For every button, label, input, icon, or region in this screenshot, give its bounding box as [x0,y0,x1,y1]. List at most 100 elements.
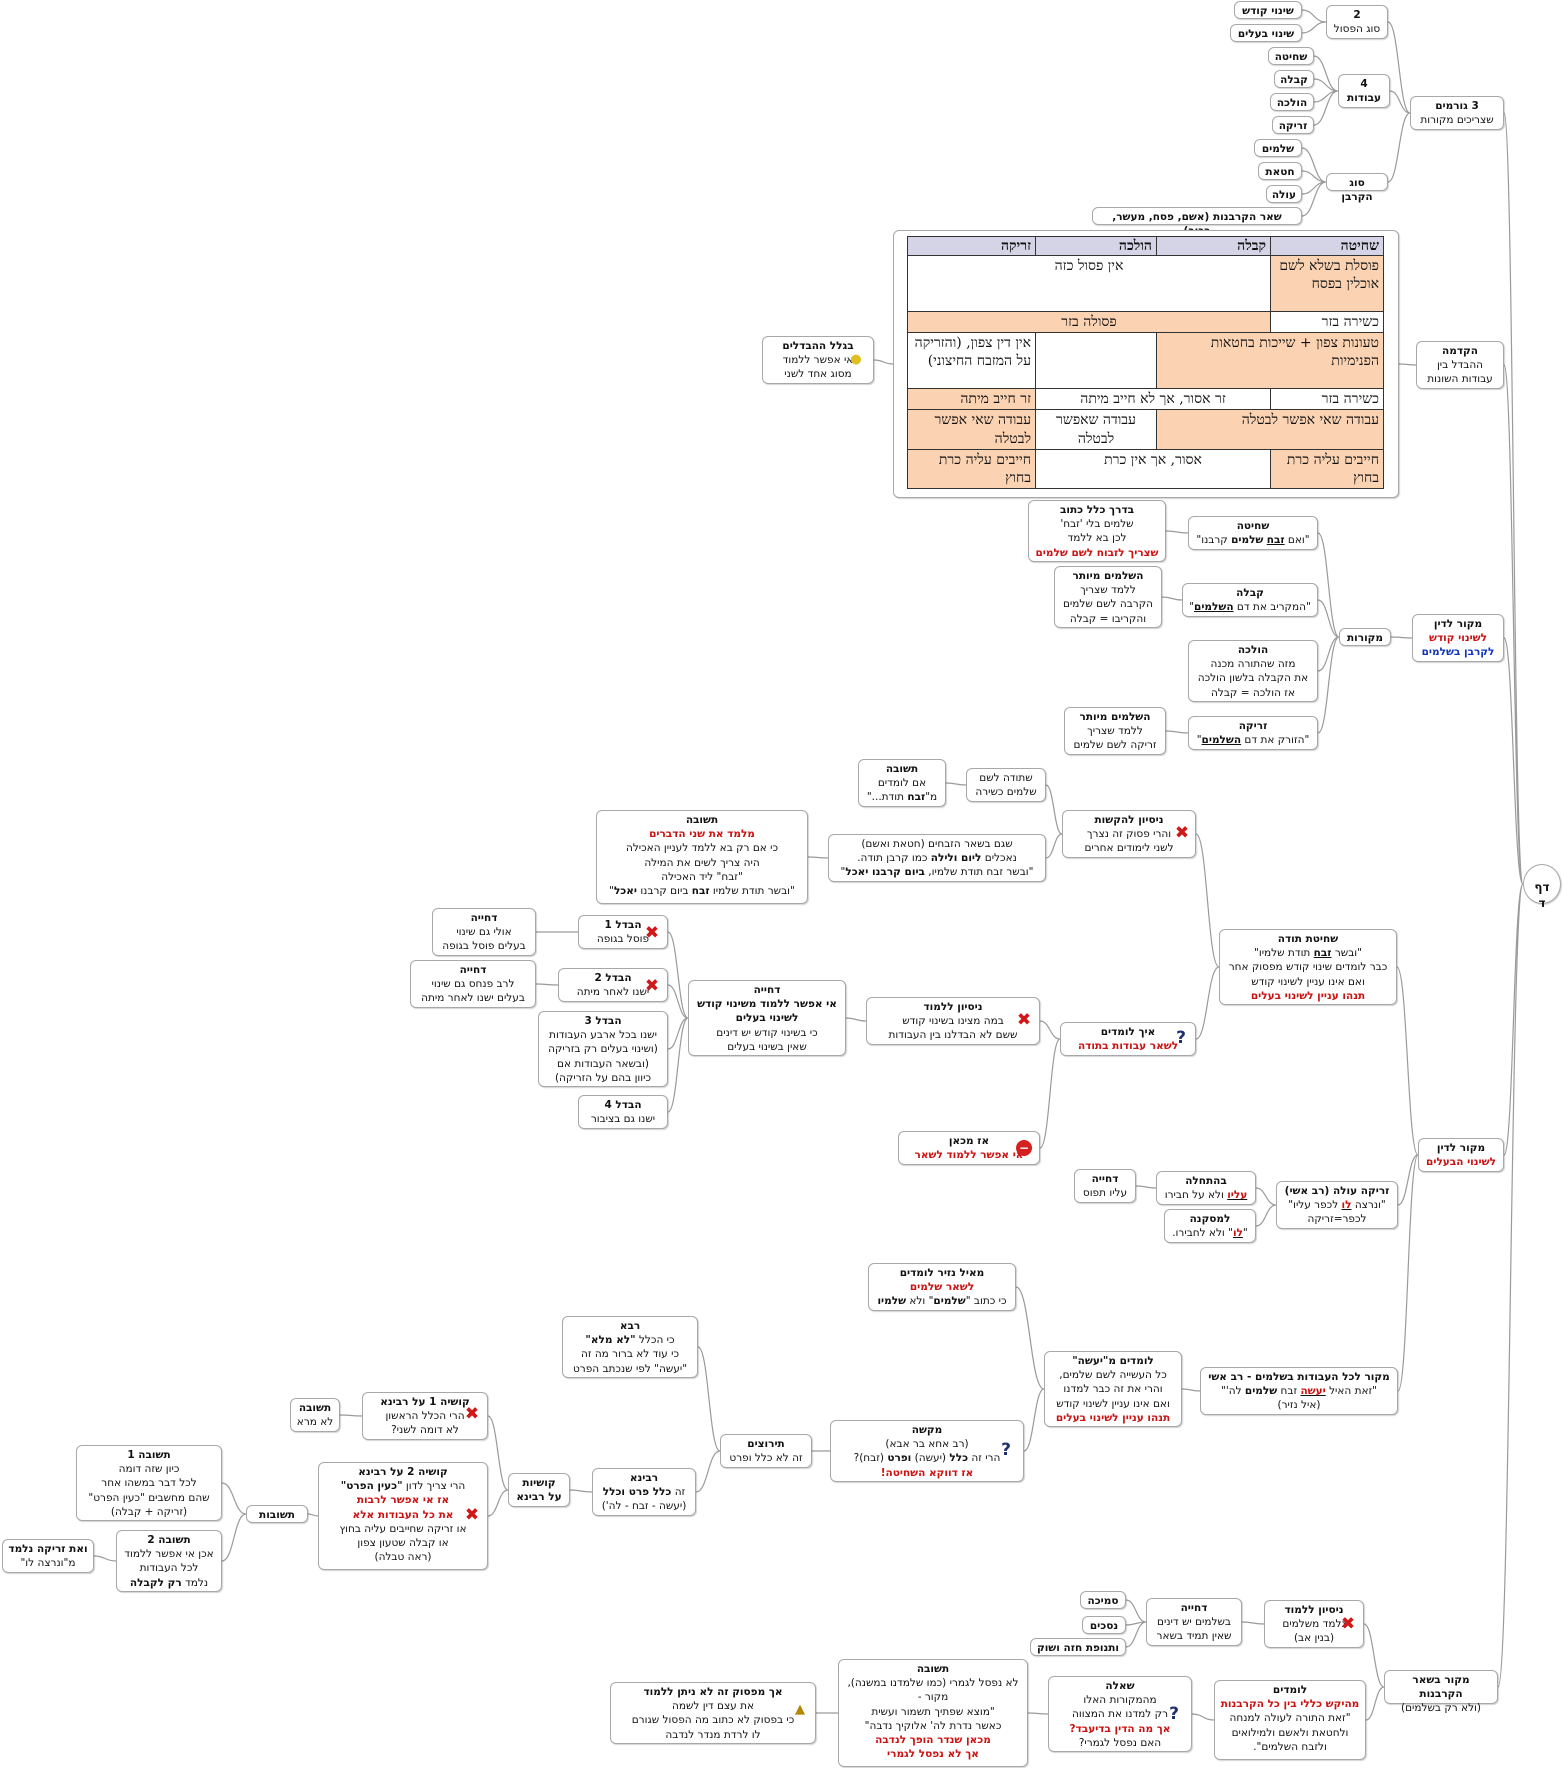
question-body: מהמקורות האלו רק למדנו את המצווה [1071,1694,1168,1721]
works-item-holacha[interactable]: הולכה [1270,93,1314,111]
toda-a2[interactable]: שגם בשאר הזבחים (חטאת ואשם)נאכלים ליום ו… [828,834,1046,882]
conclusion-node[interactable]: למסקנה"לו" ולא לחבירו. [1164,1209,1256,1243]
answer-title: תשובה [885,763,919,775]
types-node[interactable]: סוג הקרבן [1326,173,1388,203]
a2-word: ביום קרבנו יאכל [845,866,925,879]
toda-how[interactable]: איך לומדים לשאר עבודות בתודה [1060,1022,1196,1056]
verse-part: " [1189,601,1195,614]
answer-word: יאכל [613,884,637,897]
table-header: שחיטה [1270,236,1384,256]
toda-title: שחיטת תודה [1277,933,1339,945]
rej-item-tnufa[interactable]: ותנופת חזה ושוק [1030,1638,1126,1656]
rejection-title: דחייה [470,912,498,924]
kabbala-source[interactable]: קבלה"המקריב את דם השלמים" [1182,583,1318,617]
makor-shear-node[interactable]: מקור בשאר הקרבנות(ולא רק בשלמים) [1384,1670,1498,1714]
works-item-kabbala[interactable]: קבלה [1274,70,1314,88]
answer-part: "ובשר תודת שלמיו [709,884,795,897]
note-body: ללמד שצריך זריקה לשם שלמים [1073,725,1157,752]
how-title: איך לומדים [1100,1026,1156,1038]
a2-line1: שגם בשאר הזבחים (חטאת ואשם) [861,838,1013,850]
holacha-title: הולכה [1237,644,1269,656]
toda-node[interactable]: שחיטת תודה"ובשר זבח תודת שלמיו"כבר לומדי… [1219,929,1397,1005]
sources-node[interactable]: מקורות [1339,628,1391,646]
kabbala-title: קבלה [1236,587,1264,599]
shechita-source[interactable]: שחיטה"ואם זבח שלמים קרבנו" [1188,516,1318,550]
answers-node[interactable]: תשובות [246,1505,308,1523]
types-item-other[interactable]: שאר הקרבנות (אשם, פסח, מעשר, בכור) [1092,207,1302,237]
zrika-source[interactable]: זריקה"הזורק את דם השלמים" [1188,716,1318,750]
attempt-body: והרי פסוק זה נצרך לשני לימודים אחרים [1084,828,1174,855]
no-red: אי אפשר ללמוד לשאר [914,1149,1024,1162]
types-item-ola[interactable]: עולה [1266,185,1302,203]
works-item-zrika[interactable]: זריקה [1272,116,1314,134]
sacred-item-kodesh[interactable]: שינוי קודש [1234,1,1302,19]
question-post: האם נפסל לגמרי? [1078,1736,1162,1749]
answer-title: תשובה [685,814,719,826]
makor-baalim-title: מקור לדין [1436,1142,1486,1154]
zrika-verse: "הזורק את דם השלמים" [1194,733,1312,747]
note-title: אך מפסוק זה לא ניתן ללמוד [643,1686,783,1698]
sacred-item-baalim[interactable]: שינוי בעלים [1230,24,1302,42]
q2-title: קושיה 2 על רבינא [358,1466,448,1478]
makor-kol-node[interactable]: מקור לכל העבודות בשלמים - רב אשי"זאת האי… [1200,1367,1398,1415]
note-body: שלמים בלי 'זבח' לכן בא ללמד [1060,518,1134,545]
types-item-chatat[interactable]: חטאת [1258,162,1302,180]
q2-body: או זריקה שחייבים עליה בחוץ או קבלה שטעון… [339,1522,467,1564]
root-node[interactable]: דף ד [1523,864,1561,910]
rej-item-nesachim[interactable]: נסכים [1082,1616,1126,1634]
table-cell: אסור, אך אין כרת [1035,448,1271,490]
rej-item-smicha[interactable]: סמיכה [1080,1591,1126,1609]
works-item-shechita[interactable]: שחיטה [1268,47,1314,65]
hakdama-note-body: אי אפשר ללמוד מסוג אחד לשני [782,354,854,381]
how-red: לשאר עבודות בתודה [1077,1040,1179,1053]
kasha-node[interactable]: מקשה(רב אחא בר אבא)הרי זה כלל (יעשה) ופר… [830,1420,1024,1482]
answer-part: תודת..." [866,791,908,804]
verse-word: שלמים [1231,534,1264,547]
rav-ashi-node[interactable]: זריקה עולה (רב אשי)"ונרצה לו לכפר עליו"ל… [1276,1181,1398,1229]
toda-a1[interactable]: שתודה לשם שלמים כשירה [966,768,1046,802]
types-item-shlamim[interactable]: שלמים [1254,139,1302,157]
yeaseh-node[interactable]: לומדים מ"יעשה"כל העשייה לשם שלמים, והרי … [1044,1351,1182,1427]
